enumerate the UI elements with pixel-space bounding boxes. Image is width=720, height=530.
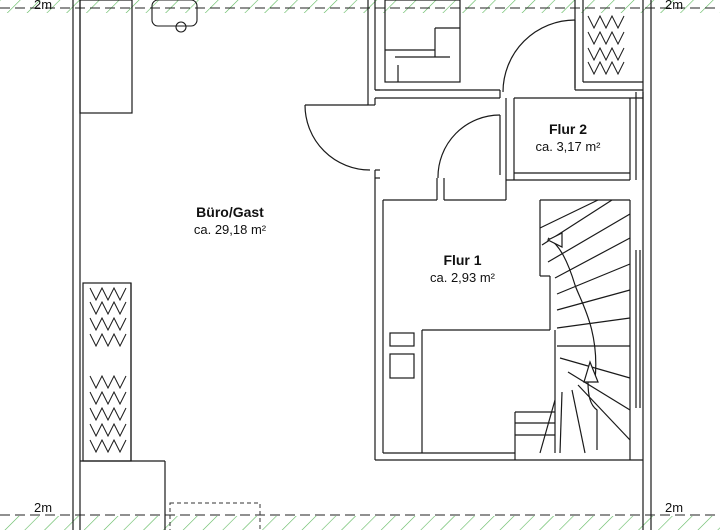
room-label-flur1: Flur 1 ca. 2,93 m²	[390, 252, 535, 285]
height-marker-top-left: 2m	[34, 0, 53, 12]
height-marker-bottom-right: 2m	[665, 500, 684, 515]
room-name-flur1: Flur 1	[443, 252, 482, 268]
door-flur1	[437, 114, 501, 179]
wardrobe-zigzag-top-right	[587, 14, 625, 76]
height-marker-top-right: 2m	[665, 0, 684, 12]
room-label-flur2: Flur 2 ca. 3,17 m²	[508, 121, 628, 154]
hatched-area-top	[0, 0, 720, 13]
room-area-flur2: ca. 3,17 m²	[535, 139, 601, 154]
room-name-flur2: Flur 2	[548, 121, 588, 137]
fixture-top-left	[151, 0, 198, 33]
staircase	[514, 199, 631, 460]
small-box-1	[389, 332, 415, 347]
stair-arrow-up	[546, 232, 599, 383]
height-marker-bottom-left: 2m	[34, 500, 53, 515]
wardrobe-zigzag-left	[89, 286, 127, 454]
closet-top-center	[384, 0, 461, 83]
door-buero	[304, 104, 371, 171]
room-area-buero: ca. 29,18 m²	[193, 222, 267, 237]
room-area-flur1: ca. 2,93 m²	[429, 270, 496, 285]
room-name-buero: Büro/Gast	[196, 204, 264, 220]
door-flur2	[502, 19, 576, 93]
cabinet-top-left	[79, 0, 133, 114]
small-box-2	[389, 353, 415, 379]
hatched-area-bottom	[0, 516, 720, 530]
room-label-buero: Büro/Gast ca. 29,18 m²	[150, 204, 310, 237]
